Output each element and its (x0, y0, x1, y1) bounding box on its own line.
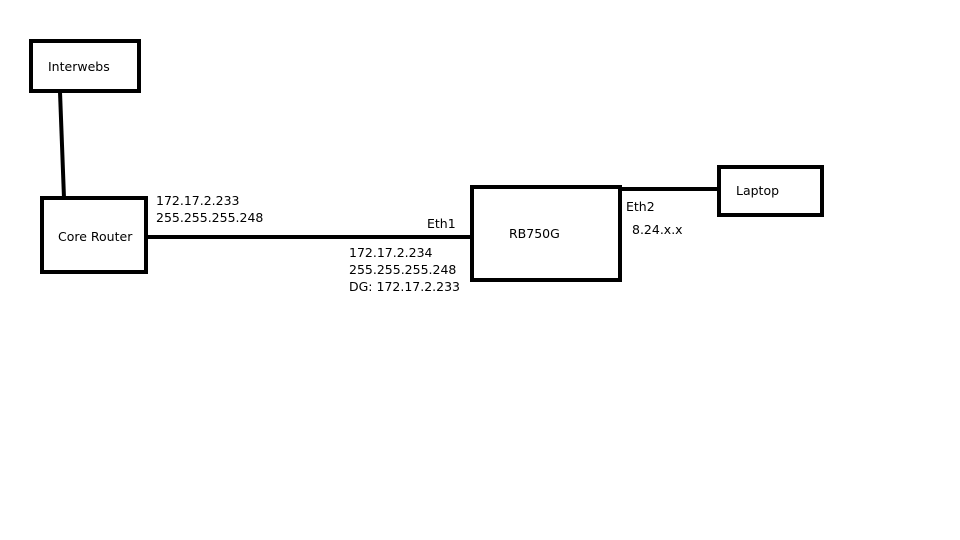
core-router-interface-config: 172.17.2.233 255.255.255.248 (156, 192, 263, 226)
interwebs-node: Interwebs (29, 39, 141, 93)
laptop-node: Laptop (717, 165, 824, 217)
rb750g-eth1-gateway: DG: 172.17.2.233 (349, 279, 460, 294)
rb750g-eth1-netmask: 255.255.255.248 (349, 262, 457, 277)
rb750g-label: RB750G (509, 226, 560, 241)
core-router-netmask: 255.255.255.248 (156, 210, 264, 225)
rb750g-eth2-port-label: Eth2 (626, 199, 655, 214)
rb750g-eth1-config: 172.17.2.234 255.255.255.248 DG: 172.17.… (349, 244, 460, 295)
rb750g-eth2-address: 8.24.x.x (632, 222, 683, 237)
interwebs-label: Interwebs (48, 59, 110, 74)
laptop-label: Laptop (736, 183, 780, 198)
core-router-label: Core Router (58, 229, 133, 244)
link-interwebs-core-router (58, 91, 66, 199)
rb750g-eth1-port-label: Eth1 (427, 216, 456, 231)
core-router-node: Core Router (40, 196, 148, 274)
rb750g-node: RB750G (470, 185, 622, 282)
rb750g-eth1-ip: 172.17.2.234 (349, 245, 433, 260)
core-router-ip: 172.17.2.233 (156, 193, 240, 208)
